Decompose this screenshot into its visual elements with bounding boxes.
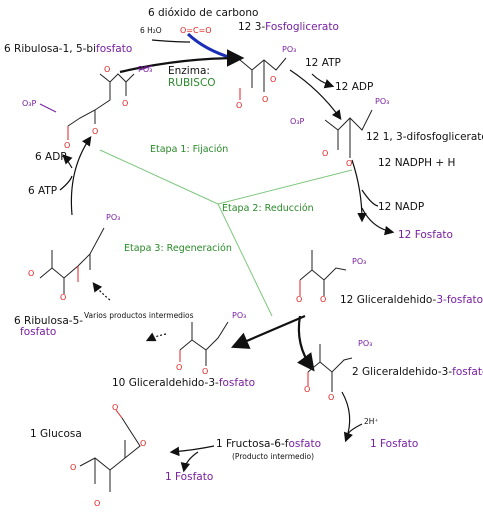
svg-text:O: O bbox=[104, 65, 110, 74]
svg-text:PO₃: PO₃ bbox=[138, 65, 152, 74]
nadph-arrow bbox=[361, 189, 379, 207]
fosfato-arrow bbox=[361, 207, 395, 236]
svg-text:O₃P: O₃P bbox=[22, 99, 37, 108]
adp-6-label: 6 ADP bbox=[35, 151, 67, 163]
fosfato-12-label: 12 Fosfato bbox=[398, 229, 453, 241]
svg-text:O: O bbox=[60, 293, 66, 302]
svg-text:O: O bbox=[70, 463, 76, 472]
fosfato-1a-label: 1 Fosfato bbox=[370, 438, 418, 450]
fructosa-note: (Producto intermedio) bbox=[232, 452, 314, 461]
g3p-10-molecule: PO₃ O O bbox=[176, 311, 246, 376]
svg-text:O: O bbox=[322, 149, 328, 158]
co2-formula: O=C=O bbox=[180, 26, 212, 35]
atp-6-label: 6 ATP bbox=[28, 185, 57, 197]
atp-6-arrow bbox=[59, 175, 73, 191]
rubp-to-pga-arrow bbox=[119, 49, 245, 74]
pga-label: 12 3-Fosfoglicerato bbox=[238, 21, 339, 33]
g3p-12-label: 12 Gliceraldehido-3-fosfato bbox=[340, 294, 483, 306]
svg-text:O: O bbox=[64, 141, 70, 150]
g3p-10-label: 10 Gliceraldehido-3-fosfato bbox=[112, 377, 255, 389]
ru5p-to-rubp-arrow bbox=[70, 136, 92, 216]
glucose-molecule: O O O O bbox=[70, 403, 146, 508]
svg-text:O: O bbox=[262, 95, 268, 104]
bpg-molecule: PO₃ O₃P O O bbox=[290, 97, 389, 168]
ru5p-molecule: PO₃ O O bbox=[28, 213, 120, 302]
fructose-to-glucose-arrow bbox=[169, 445, 215, 457]
rubp-label: 6 Ribulosa-1, 5-bifosfato bbox=[4, 43, 132, 55]
bpg-label: 12 1, 3-difosfoglicerato bbox=[366, 131, 483, 143]
fosfato-1b-label: 1 Fosfato bbox=[165, 471, 213, 483]
svg-text:PO₃: PO₃ bbox=[375, 97, 389, 106]
stage-3-label: Etapa 3: Regeneración bbox=[124, 243, 232, 254]
svg-text:PO₃: PO₃ bbox=[358, 339, 372, 348]
svg-text:O₃P: O₃P bbox=[290, 117, 305, 126]
g3p-to-regeneration-arrow bbox=[230, 314, 306, 349]
svg-text:O: O bbox=[320, 295, 326, 304]
stage-1-label: Etapa 1: Fijación bbox=[150, 144, 228, 155]
bpg-to-g3p-arrow bbox=[351, 159, 367, 223]
svg-text:O: O bbox=[140, 439, 146, 448]
svg-text:O: O bbox=[94, 499, 100, 508]
ru5p-label-2: fosfato bbox=[20, 326, 56, 338]
svg-text:O: O bbox=[176, 363, 182, 372]
glucosa-label: 1 Glucosa bbox=[30, 428, 82, 440]
svg-text:O: O bbox=[112, 403, 118, 412]
g3p-2-molecule: PO₃ O O bbox=[304, 339, 372, 402]
water-label: 6 H₂O bbox=[140, 26, 162, 35]
g3p-to-output-arrow bbox=[297, 315, 315, 372]
fructosa-label: 1 Fructosa-6-fosfato bbox=[216, 438, 321, 450]
stage-dividers bbox=[99, 149, 353, 317]
nadph-label: 12 NADPH + H bbox=[378, 157, 455, 169]
enzyme-name: RUBISCO bbox=[168, 77, 216, 89]
rubp-molecule: O PO₃ O O O O₃P bbox=[22, 65, 152, 150]
svg-text:O: O bbox=[28, 269, 34, 278]
pga-to-bpg-arrow bbox=[289, 69, 342, 120]
fosfato-1b-arrow bbox=[180, 451, 199, 473]
g3p-to-fructose-arrow bbox=[341, 391, 353, 443]
svg-text:PO₃: PO₃ bbox=[106, 213, 120, 222]
h-plus-arrow bbox=[347, 423, 363, 435]
co2-label: 6 dióxido de carbono bbox=[148, 7, 258, 19]
svg-text:PO₃: PO₃ bbox=[232, 311, 246, 320]
regeneration-dashed-arrow-1 bbox=[145, 332, 167, 342]
svg-text:O: O bbox=[270, 75, 276, 84]
co2-fixation-arrow bbox=[186, 32, 233, 60]
atp-12-label: 12 ATP bbox=[305, 57, 341, 69]
stage-2-label: Etapa 2: Reducción bbox=[222, 203, 314, 214]
svg-text:O: O bbox=[122, 99, 128, 108]
svg-text:O: O bbox=[202, 367, 208, 376]
pga-molecule: PO₃ O O O bbox=[236, 45, 296, 110]
svg-text:O: O bbox=[92, 127, 98, 136]
adp-12-label: 12 ADP bbox=[335, 81, 373, 93]
svg-text:PO₃: PO₃ bbox=[282, 45, 296, 54]
h-plus-label: 2H⁺ bbox=[364, 417, 378, 426]
svg-text:O: O bbox=[304, 385, 310, 394]
adp-6-arrow bbox=[62, 154, 73, 169]
svg-text:PO₃: PO₃ bbox=[352, 257, 366, 266]
g3p-2-label: 2 Gliceraldehido-3-fosfato bbox=[352, 366, 483, 378]
intermedios-label: Varios productos intermedios bbox=[84, 311, 194, 320]
svg-text:O: O bbox=[328, 393, 334, 402]
svg-text:O: O bbox=[346, 159, 352, 168]
svg-text:O: O bbox=[236, 101, 242, 110]
regeneration-dashed-arrow-2 bbox=[92, 282, 111, 301]
atp-arrow bbox=[311, 73, 335, 89]
enzyme-label: Enzima: bbox=[168, 65, 210, 77]
g3p-12-molecule: PO₃ O O bbox=[296, 250, 366, 304]
svg-text:O: O bbox=[296, 295, 302, 304]
water-arrow bbox=[151, 39, 191, 43]
nadp-label: 12 NADP bbox=[378, 201, 424, 213]
ru5p-label-1: 6 Ribulosa-5- bbox=[14, 315, 83, 327]
